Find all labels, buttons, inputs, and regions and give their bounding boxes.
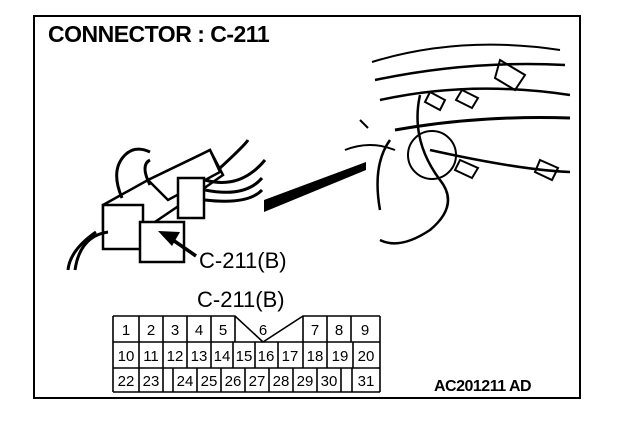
pin-3: 3 <box>171 322 179 339</box>
pin-25: 25 <box>201 373 218 390</box>
diagram-frame <box>33 15 581 399</box>
locator-wedge <box>264 162 366 212</box>
pin-7: 7 <box>311 322 319 339</box>
connector-housing <box>101 148 225 264</box>
pin-15: 15 <box>236 348 253 365</box>
pin-8: 8 <box>335 322 343 339</box>
pinout-grid <box>112 315 381 393</box>
callout-label: C-211(B) <box>199 248 287 273</box>
pin-16: 16 <box>258 348 275 365</box>
callout-arrow <box>158 231 197 258</box>
pin-5: 5 <box>219 322 227 339</box>
pinout-title: C-211(B) <box>197 287 285 312</box>
vehicle-harness-sketch <box>344 43 571 245</box>
pin-22: 22 <box>118 373 135 390</box>
pin-19: 19 <box>332 348 349 365</box>
pin-9: 9 <box>361 322 369 339</box>
pin-29: 29 <box>297 373 314 390</box>
diagram-title: CONNECTOR : C-211 <box>48 21 270 47</box>
connector-wires <box>66 139 267 271</box>
pin-20: 20 <box>358 348 375 365</box>
pin-23: 23 <box>143 373 160 390</box>
pin-2: 2 <box>147 322 155 339</box>
pin-26: 26 <box>225 373 242 390</box>
pin-6: 6 <box>259 322 267 339</box>
pin-31: 31 <box>358 373 375 390</box>
pin-30: 30 <box>321 373 338 390</box>
pin-24: 24 <box>177 373 194 390</box>
pin-14: 14 <box>214 348 231 365</box>
pin-11: 11 <box>143 348 159 365</box>
pin-27: 27 <box>249 373 266 390</box>
pin-12: 12 <box>167 348 184 365</box>
pin-1: 1 <box>122 322 130 339</box>
pin-28: 28 <box>273 373 290 390</box>
pin-4: 4 <box>195 322 203 339</box>
pin-10: 10 <box>118 348 135 365</box>
reference-code: AC201211 AD <box>434 378 532 395</box>
pin-13: 13 <box>191 348 208 365</box>
pin-17: 17 <box>282 348 299 365</box>
pin-18: 18 <box>307 348 324 365</box>
